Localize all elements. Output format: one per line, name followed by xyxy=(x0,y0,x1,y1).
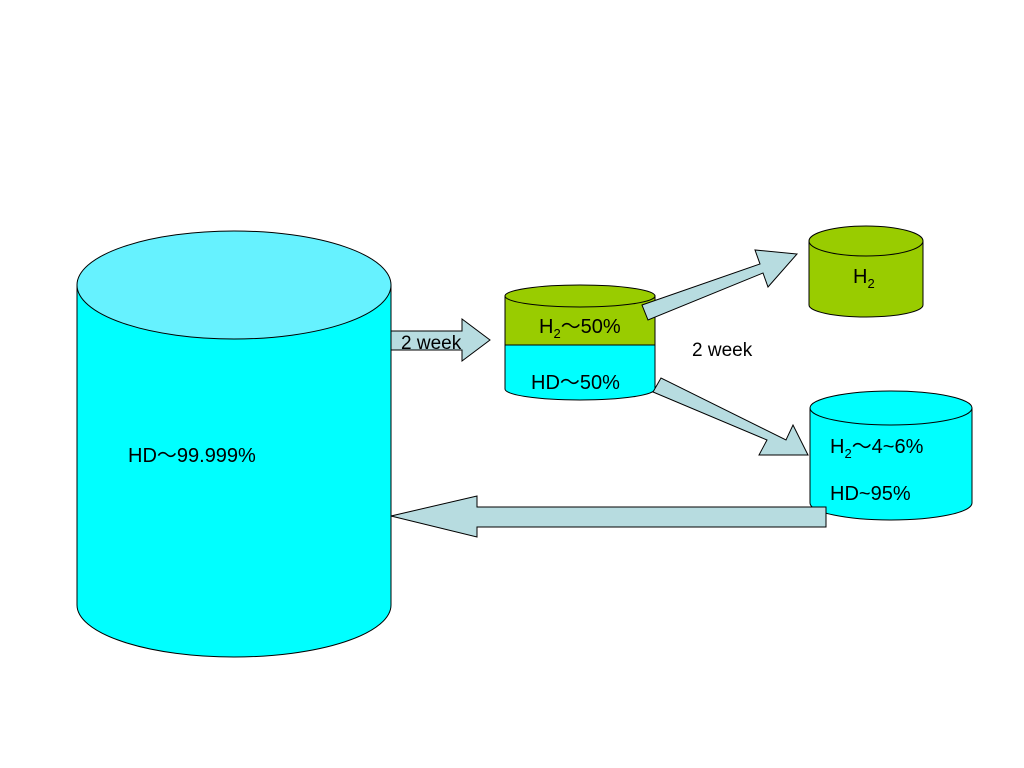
mid-tank: H2～50% HD～50% xyxy=(504,284,656,401)
arrow-second-label: 2 week xyxy=(692,340,753,361)
arrow-mid-to-mix-shape xyxy=(652,377,809,456)
arrow-mid-to-h2 xyxy=(641,249,799,321)
arrow-big-to-mid-label: 2 week xyxy=(401,333,462,354)
arrow-mid-to-h2-shape xyxy=(641,249,799,321)
arrow-big-to-mid: 2 week xyxy=(390,318,491,362)
big-tank: HD～99.999% xyxy=(76,230,392,658)
h2-tank: H2 xyxy=(808,225,924,318)
big-tank-label: HD～99.999% xyxy=(128,445,256,467)
big-tank-body xyxy=(76,284,392,658)
mix-tank-line1: H2～4~6% xyxy=(830,436,924,461)
h2-tank-label: H2 xyxy=(853,266,875,291)
arrow-mid-to-mix xyxy=(652,377,809,456)
h2-tank-body xyxy=(808,240,924,318)
h2-tank-top xyxy=(808,225,924,257)
big-tank-top xyxy=(76,230,392,340)
mix-tank-top xyxy=(809,390,973,426)
mid-tank-bottom-label: HD～50% xyxy=(531,372,620,394)
arrow-big-to-mid-shape xyxy=(390,318,491,362)
mid-tank-top xyxy=(504,284,656,308)
mid-tank-bottom-segment xyxy=(504,344,656,401)
arrow-return-to-big xyxy=(390,495,827,538)
mix-tank: H2～4~6% HD~95% xyxy=(809,390,973,521)
mix-tank-line2: HD~95% xyxy=(830,483,911,505)
arrow-return-to-big-shape xyxy=(390,495,827,538)
mid-tank-top-label: H2～50% xyxy=(539,316,621,341)
